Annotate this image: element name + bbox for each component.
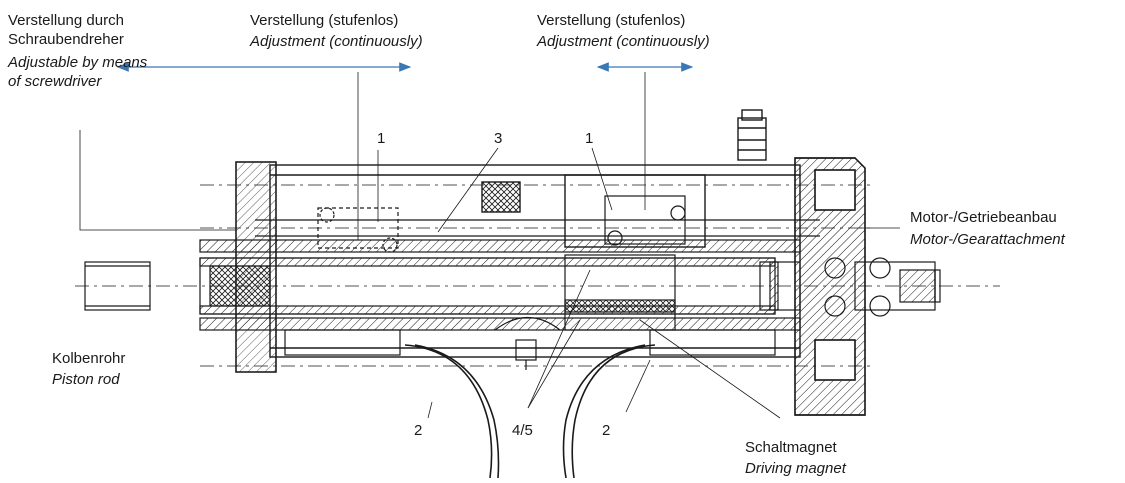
piston-label-de: Kolbenrohr	[52, 350, 126, 367]
adjust1-label-en: Adjustment (continuously)	[250, 33, 423, 50]
magnet-label-de: Schaltmagnet	[745, 439, 837, 456]
leader-lines	[79, 72, 900, 419]
screwdriver-label-de-1: Verstellung durch	[8, 12, 124, 29]
motor-label-de: Motor-/Getriebeanbau	[910, 209, 1057, 226]
motor-label-en: Motor-/Gearattachment	[910, 231, 1065, 248]
output-shaft	[824, 257, 941, 317]
callout-2-right: 2	[602, 422, 611, 439]
magnet-label-en: Driving magnet	[745, 460, 846, 477]
callout-4-5: 4/5	[512, 422, 533, 439]
cables	[404, 344, 656, 479]
callout-2-left: 2	[414, 422, 423, 439]
callout-1-right: 1	[585, 130, 594, 147]
callout-3: 3	[494, 130, 503, 147]
adjust1-label-de: Verstellung (stufenlos)	[250, 12, 399, 29]
screwdriver-label-en-2: of screwdriver	[8, 73, 102, 90]
adjust2-label-de: Verstellung (stufenlos)	[537, 12, 686, 29]
adjust2-label-en: Adjustment (continuously)	[537, 33, 710, 50]
centerlines	[75, 184, 1000, 367]
screwdriver-label-en-1: Adjustable by means	[8, 54, 148, 71]
callout-1-left: 1	[377, 130, 386, 147]
tube-assembly	[84, 195, 936, 370]
screwdriver-label-de-2: Schraubendreher	[8, 31, 124, 48]
piston-label-en: Piston rod	[52, 371, 120, 388]
